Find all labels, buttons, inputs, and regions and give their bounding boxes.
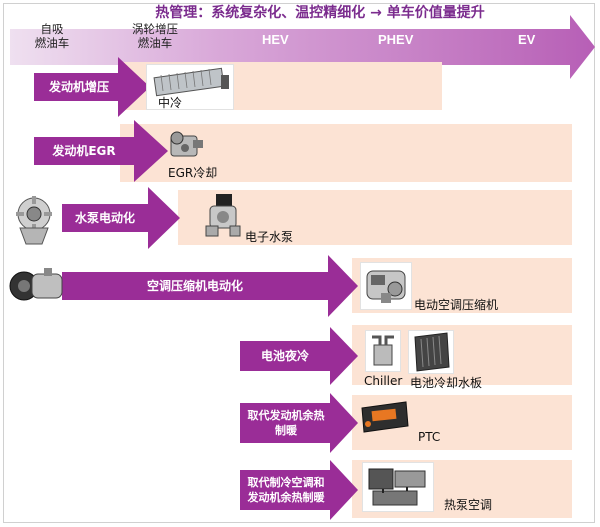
arrow-ac-compressor: 空调压缩机电动化 [62,255,358,317]
stage-phev: PHEV [378,32,414,47]
arrow-engine-boost: 发动机增压 [34,57,150,117]
egr-cooler-icon [165,126,207,166]
mechanical-water-pump-icon [6,192,62,248]
electric-compressor-icon [360,262,412,310]
arrow-engine-egr: 发动机EGR [34,120,168,182]
ac-compressor-icon [8,262,66,310]
heat-pump-icon [362,462,434,512]
product-label-electric-water-pump: 电子水泵 [245,230,294,244]
stage-hev: HEV [262,32,289,47]
stage-ev: EV [518,32,536,47]
page-title: 热管理：系统复杂化、温控精细化 → 单车价值量提升 [155,5,485,21]
electric-water-pump-icon [202,190,244,242]
arrow-label-replace-ac-and-heat: 取代制冷空调和发动机余热制暖 [247,476,325,504]
product-label-battery-cooling-plate: 电池冷却水板 [410,376,483,390]
arrow-label-replace-engine-heat: 取代发动机余热制暖 [247,409,325,437]
arrow-replace-ac-and-heat: 取代制冷空调和发动机余热制暖 [240,460,358,520]
product-label-intercooler: 中冷 [158,96,183,110]
figure-frame [3,3,595,523]
product-label-ptc: PTC [418,430,441,444]
battery-cooling-plate-icon [408,330,454,374]
ptc-heater-icon [358,398,412,436]
arrow-replace-engine-heat: 取代发动机余热制暖 [240,393,358,453]
arrow-water-pump: 水泵电动化 [62,187,180,249]
chiller-icon [365,330,401,372]
arrow-battery-cooling: 电池夜冷 [240,327,358,385]
stage-turbo: 涡轮增压燃油车 [132,22,178,50]
panel-row-3 [178,190,572,245]
product-label-egr-cooler: EGR冷却 [168,166,218,180]
product-label-chiller: Chiller [364,374,403,388]
product-label-heat-pump: 热泵空调 [444,498,493,512]
product-label-electric-compressor: 电动空调压缩机 [414,298,499,312]
intercooler-icon [146,64,234,110]
stage-naturally-aspirated: 自吸燃油车 [34,22,70,50]
